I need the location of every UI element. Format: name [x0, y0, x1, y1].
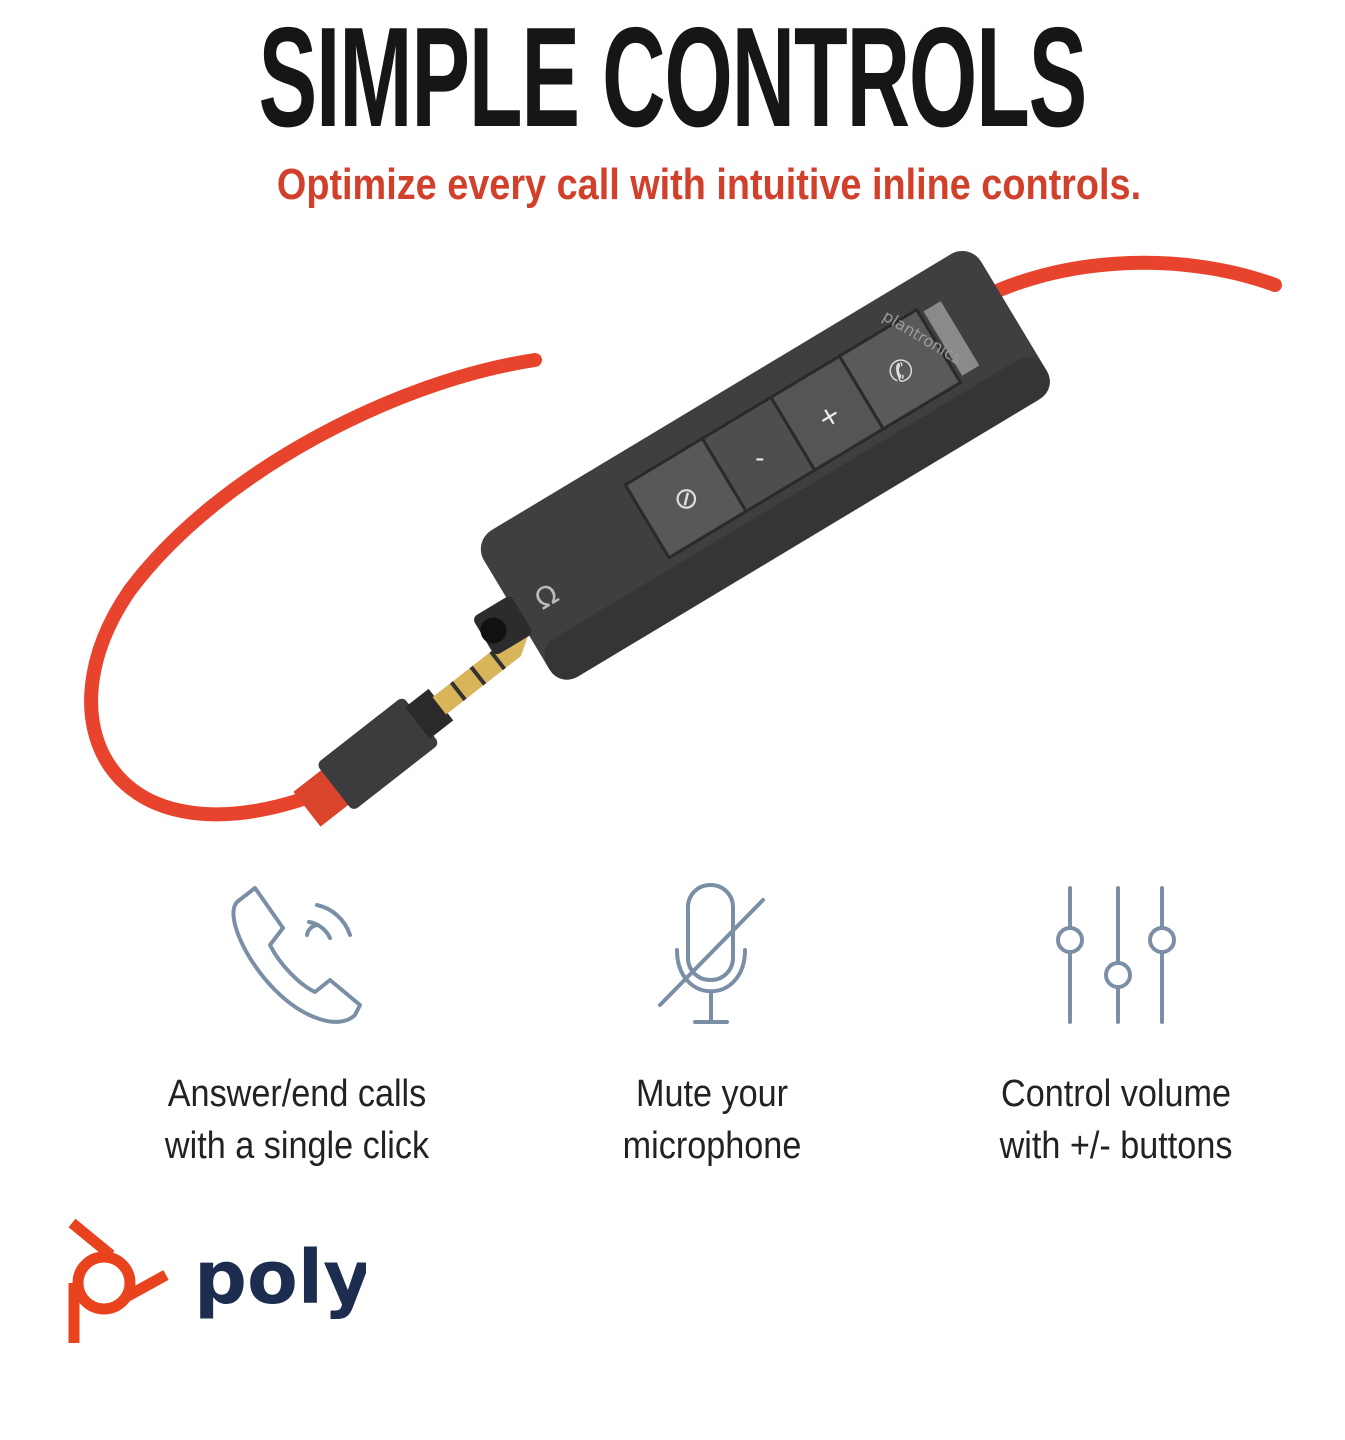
feature-caption-volume: Control volume with +/- buttons: [927, 1068, 1305, 1172]
inline-controller: ⊘ - + ✆ Ω plantronics: [474, 250, 1050, 680]
page-title: SIMPLE CONTROLS: [258, 0, 1088, 157]
caption-line: with a single click: [164, 1125, 430, 1167]
audio-plug: [293, 636, 528, 827]
feature-caption-answer: Answer/end calls with a single click: [108, 1068, 486, 1172]
call-button: [837, 307, 963, 431]
caption-line: with +/- buttons: [999, 1125, 1233, 1167]
inline-controller-illustration: ⊘ - + ✆ Ω plantronics: [84, 250, 1282, 827]
cable: [84, 353, 542, 822]
feature-caption-mute: Mute your microphone: [523, 1068, 901, 1172]
logo-text: poly: [194, 1235, 366, 1321]
caption-line: Answer/end calls: [167, 1073, 427, 1115]
caption-line: Control volume: [1000, 1073, 1232, 1115]
cable: [953, 255, 1282, 317]
caption-line: Mute your: [635, 1073, 789, 1115]
caption-line: microphone: [622, 1125, 802, 1167]
poly-logo: poly: [68, 1218, 366, 1343]
svg-text:-: -: [755, 443, 764, 473]
sliders-icon: [1056, 886, 1176, 1024]
microphone-muted-icon: [658, 883, 765, 1024]
page-subtitle: Optimize every call with intuitive inlin…: [276, 160, 1142, 209]
phone-ringing-icon: [231, 886, 362, 1024]
